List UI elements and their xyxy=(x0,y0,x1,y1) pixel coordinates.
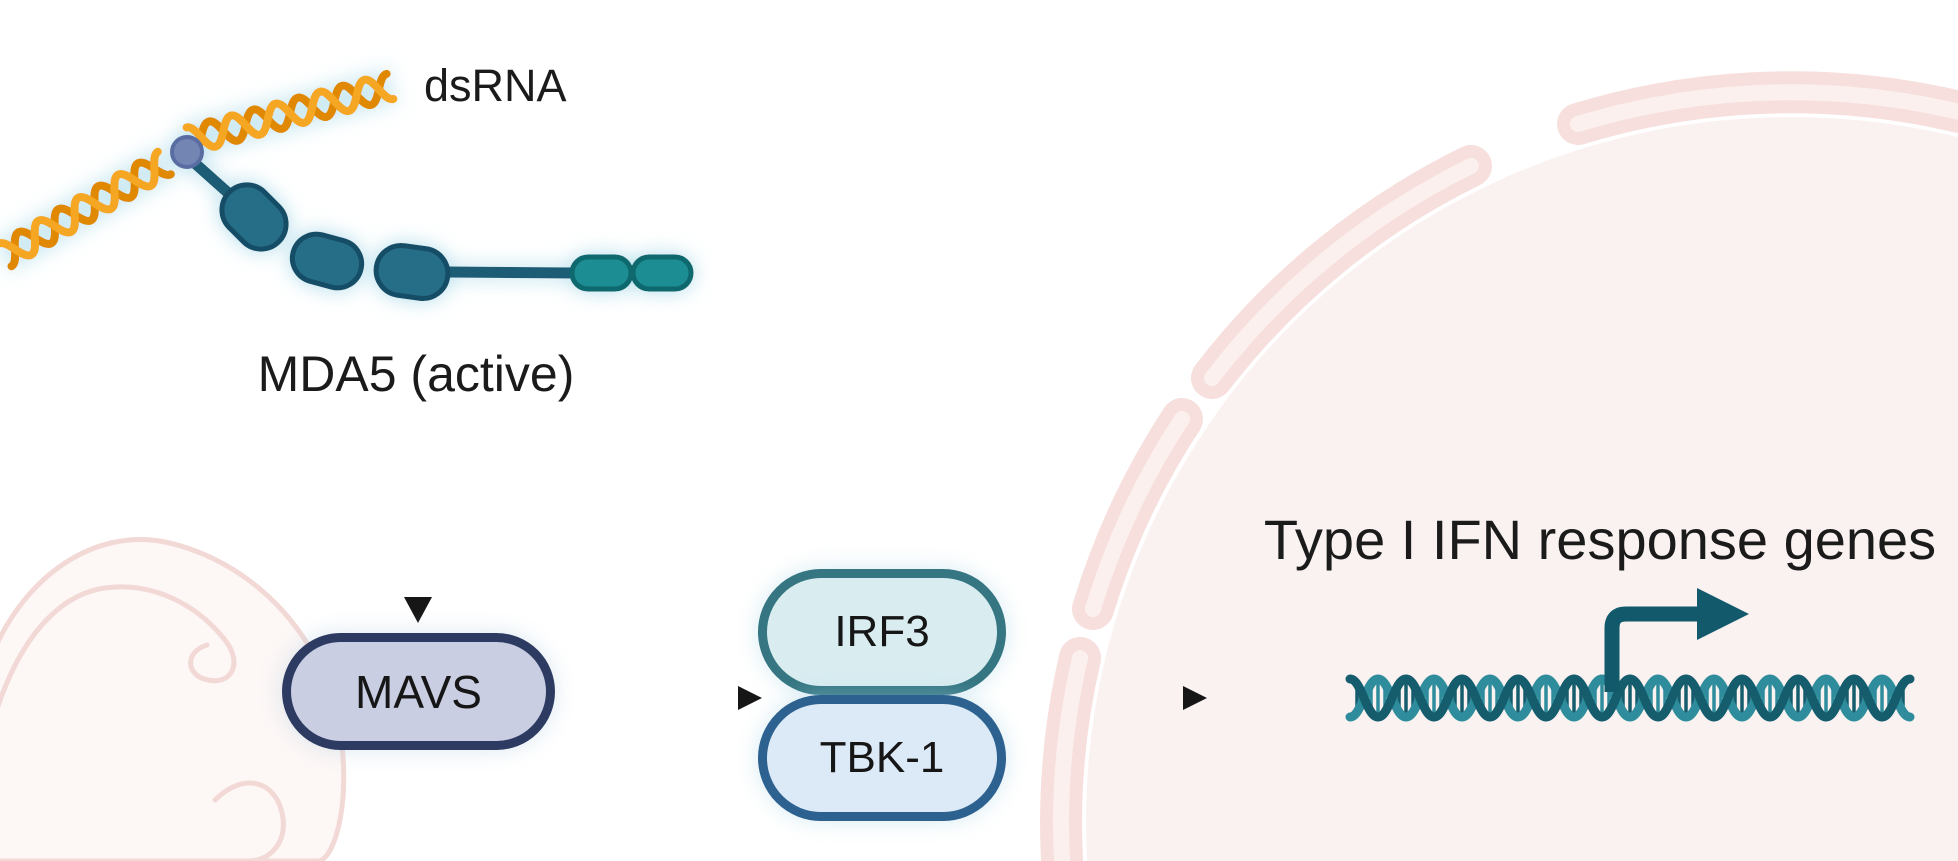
arrowhead-down xyxy=(404,597,432,623)
mda5-domain-1 xyxy=(219,182,289,252)
arrow-tbk1-to-genes xyxy=(1024,686,1207,710)
arrow-mda5-to-mavs xyxy=(404,428,432,623)
mavs-label: MAVS xyxy=(355,665,482,718)
arrowhead-right-2 xyxy=(1183,686,1207,710)
dsrna-helix-lower xyxy=(0,147,175,271)
mda5-hinge xyxy=(170,135,204,169)
tbk1-label: TBK-1 xyxy=(819,733,945,782)
mavs-node: MAVS xyxy=(282,633,555,750)
irf3-node: IRF3 xyxy=(758,569,1006,695)
dsrna-helix-upper xyxy=(182,69,398,157)
arrow-mavs-to-tbk1 xyxy=(574,686,762,710)
mda5-protein xyxy=(170,135,694,302)
strand xyxy=(1345,674,1915,722)
strand xyxy=(1345,674,1915,722)
strand xyxy=(0,147,162,260)
mda5-dsrna-complex xyxy=(0,69,694,302)
type-i-ifn-genes-label: Type I IFN response genes xyxy=(1263,508,1937,571)
mda5-card-domain-1 xyxy=(569,254,634,292)
dsrna-label: dsRNA xyxy=(424,60,567,111)
strand xyxy=(7,158,175,271)
nucleus xyxy=(1086,117,1958,861)
nuclear-envelope xyxy=(1040,71,1958,861)
transcription-arrowhead xyxy=(1697,588,1749,640)
dna-helix xyxy=(1345,674,1915,722)
mda5-card-domain-2 xyxy=(630,254,694,292)
strand xyxy=(182,75,398,151)
mda5-domain-2 xyxy=(289,231,365,291)
mda5-domain-3 xyxy=(373,242,451,302)
mda5-linker-2 xyxy=(442,266,581,279)
irf3-label: IRF3 xyxy=(834,607,930,656)
mda5-label: MDA5 (active) xyxy=(257,346,575,402)
tbk1-node: TBK-1 xyxy=(758,695,1006,821)
arrowhead-right-1 xyxy=(738,686,762,710)
transcription-arrow xyxy=(1604,588,1749,692)
mitochondrion xyxy=(0,537,347,861)
